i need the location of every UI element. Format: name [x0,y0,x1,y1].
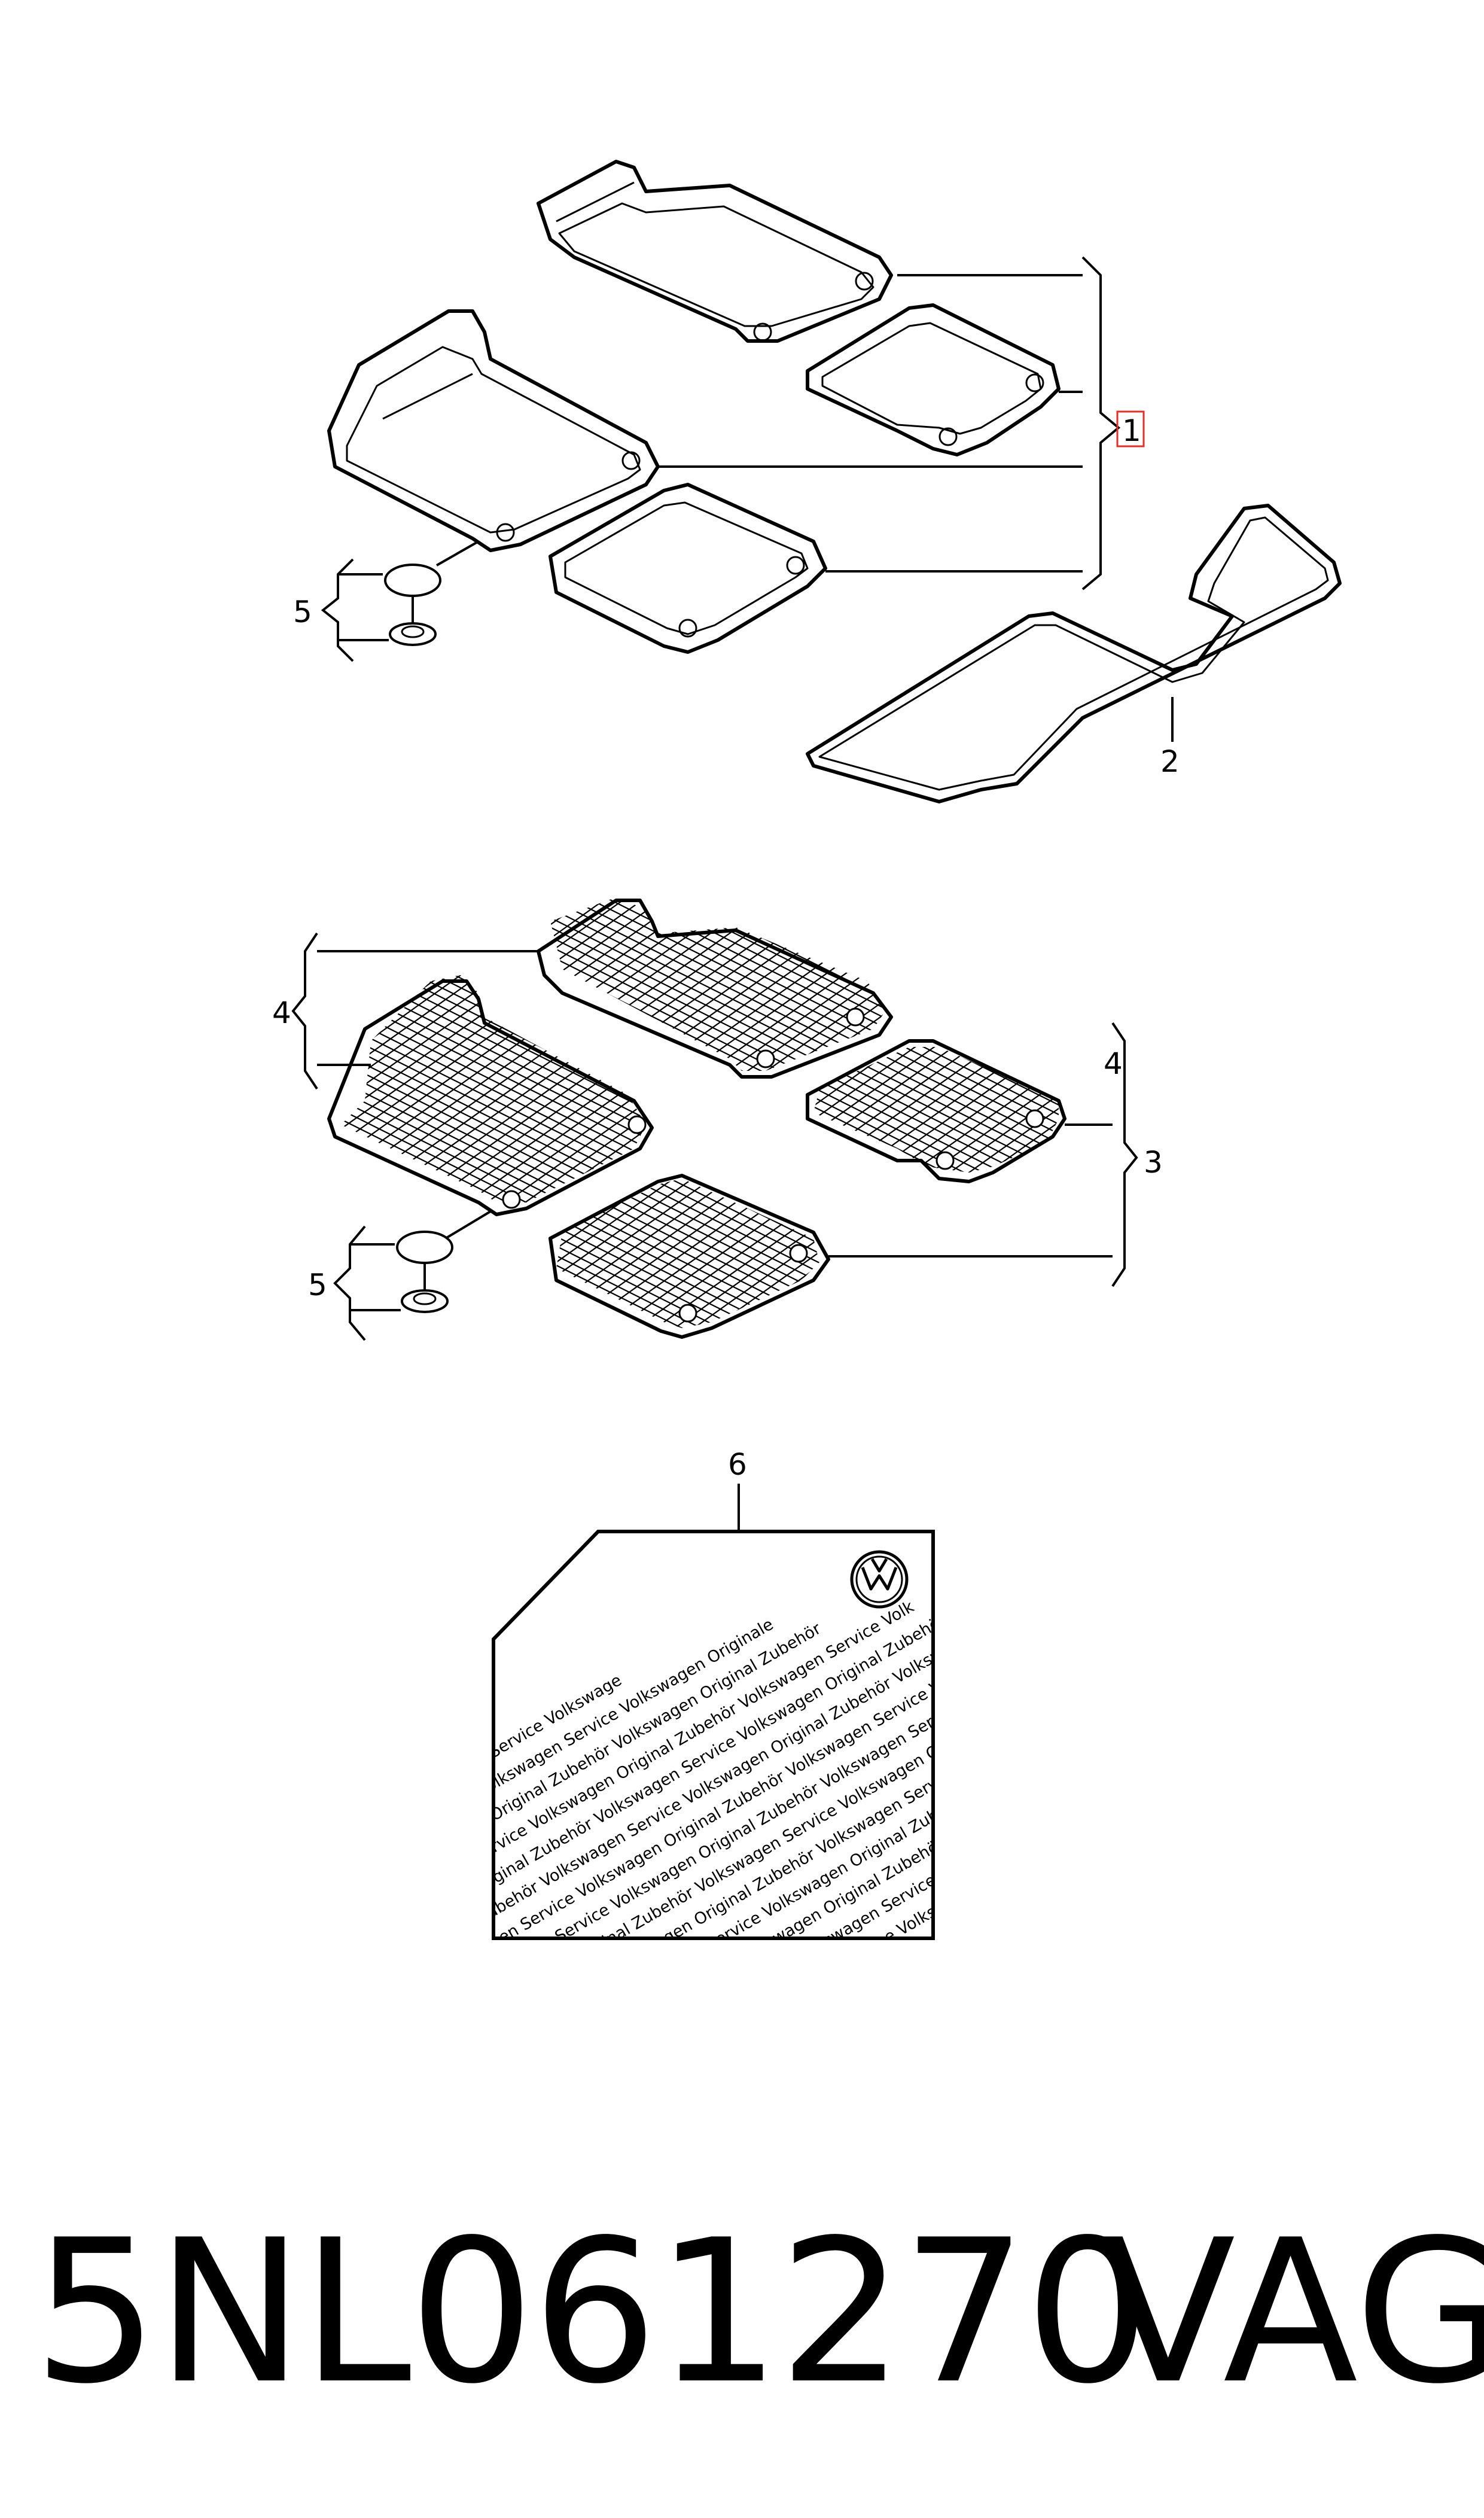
callout-highlight [1116,410,1145,447]
callout-5-lower: 5 [308,1268,327,1302]
parts-diagram: 1 2 5 [272,160,1342,1940]
mat-right-rear [806,303,1061,456]
callout-5-upper: 5 [293,595,312,629]
callout-4-left: 4 [272,995,291,1030]
callout-3: 3 [1144,1145,1163,1180]
grid-left-rear [556,1179,819,1328]
part-number: 5NL061270 [33,2197,1150,2427]
rubber-mat-set [291,897,1138,1341]
callout-2: 2 [1160,744,1180,779]
mat-right-front [537,160,893,343]
grid-right-rear [813,1047,1059,1173]
floor-mat-clip-lower [396,1231,453,1313]
sticker-text-line: Service Volksw [319,1750,432,1826]
brand-label: VAG [1101,2197,1484,2427]
callout-4-right: 4 [1104,1046,1123,1081]
mat-clip-hole [855,272,874,291]
rear-single-mat [806,504,1342,803]
grid-right-front [550,897,885,1071]
callout-6: 6 [728,1447,747,1482]
callout-1: 1 [1122,413,1141,448]
textile-mat-set [321,160,1121,662]
grid-left-front [341,975,646,1202]
mat-left-front [327,309,660,552]
vw-logo [850,1550,909,1609]
floor-mat-clip-upper [384,564,441,646]
mat-left-rear [548,483,827,654]
